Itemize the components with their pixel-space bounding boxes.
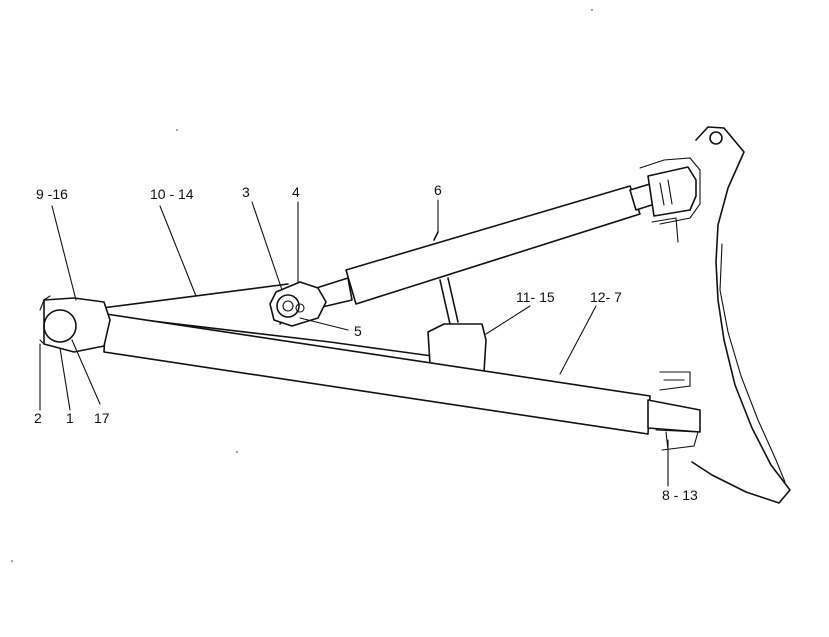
label-1: 1 [66,410,74,426]
clevis [269,281,327,327]
label-10-14: 10 - 14 [150,186,194,202]
label-2: 2 [34,410,42,426]
scan-specks [11,9,593,562]
label-12-7: 12- 7 [590,289,622,305]
label-9-16: 9 -16 [36,186,68,202]
push-beam [103,313,701,451]
blade [691,126,791,504]
label-17: 17 [94,410,110,426]
label-8-13: 8 - 13 [662,487,698,503]
strut-11-15 [427,277,487,373]
callout-labels: 9 -16 10 - 14 3 4 6 5 11- 15 12- 7 2 1 1… [34,182,698,503]
label-11-15: 11- 15 [516,289,555,305]
label-4: 4 [292,184,300,200]
cylinder-6 [309,157,701,309]
label-3: 3 [242,184,250,200]
leader-lines [39,199,669,487]
ball-joint [39,295,111,353]
label-5: 5 [354,323,362,339]
label-6: 6 [434,182,442,198]
